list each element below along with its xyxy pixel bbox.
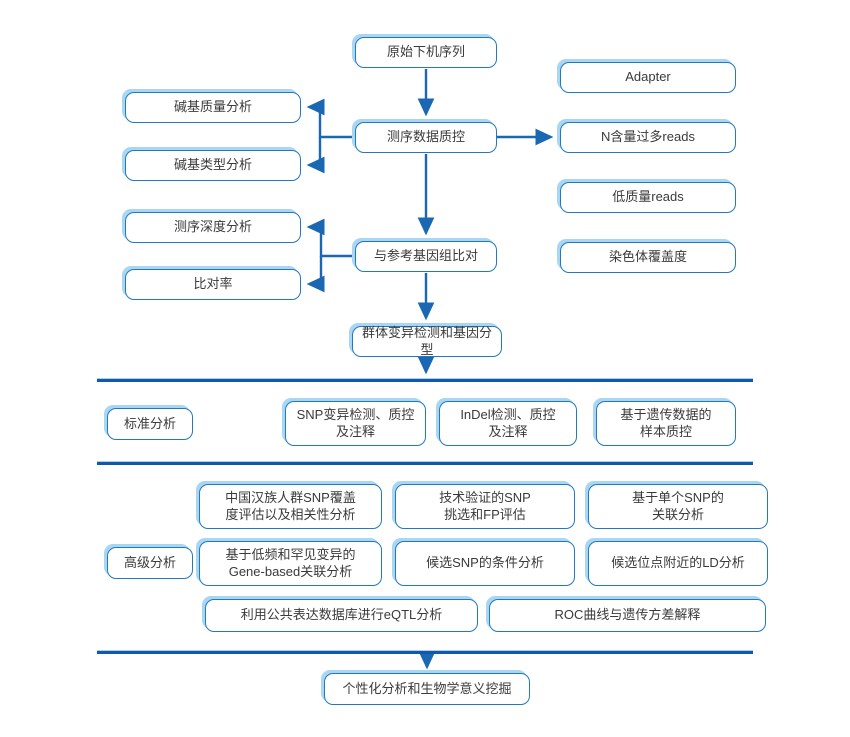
node-chromosome-coverage: 染色体覆盖度 <box>560 242 736 273</box>
divider-standard-bottom <box>97 461 753 465</box>
node-candidate-snp-conditional-analysis: 候选SNP的条件分析 <box>395 541 575 586</box>
node-roc-curve-genetic-variance: ROC曲线与遗传方差解释 <box>489 599 766 632</box>
node-han-chinese-snp-coverage: 中国汉族人群SNP覆盖 度评估以及相关性分析 <box>199 484 382 529</box>
node-single-snp-association: 基于单个SNP的 关联分析 <box>588 484 768 529</box>
node-indel-detection-qc-annotation: InDel检测、质控 及注释 <box>439 401 577 446</box>
node-low-quality-reads: 低质量reads <box>560 182 736 213</box>
node-mapping-rate: 比对率 <box>125 269 301 300</box>
node-adapter: Adapter <box>560 62 736 93</box>
node-variant-calling-genotyping: 群体变异检测和基因分型 <box>352 325 502 357</box>
node-personalized-analysis-biological-mining: 个性化分析和生物学意义挖掘 <box>324 673 530 705</box>
node-validated-snp-fp-evaluation: 技术验证的SNP 挑选和FP评估 <box>395 484 575 529</box>
node-sequencing-depth-analysis: 测序深度分析 <box>125 212 301 243</box>
node-base-quality-analysis: 碱基质量分析 <box>125 92 301 123</box>
node-genetic-data-sample-qc: 基于遗传数据的 样本质控 <box>596 401 736 446</box>
node-gene-based-association: 基于低频和罕见变异的 Gene-based关联分析 <box>199 541 382 586</box>
section-label-standard-analysis: 标准分析 <box>107 408 193 440</box>
node-snp-detection-qc-annotation: SNP变异检测、质控 及注释 <box>285 401 426 446</box>
node-raw-sequence: 原始下机序列 <box>355 37 497 68</box>
section-label-advanced-analysis: 高级分析 <box>107 547 193 579</box>
node-reference-alignment: 与参考基因组比对 <box>355 241 497 272</box>
node-ld-analysis-near-candidate-loci: 候选位点附近的LD分析 <box>588 541 768 586</box>
node-base-type-analysis: 碱基类型分析 <box>125 150 301 181</box>
node-high-n-reads: N含量过多reads <box>560 122 736 153</box>
divider-standard-top <box>97 378 753 382</box>
node-eqtl-analysis-public-expression-db: 利用公共表达数据库进行eQTL分析 <box>205 599 478 632</box>
divider-advanced-bottom <box>97 650 753 654</box>
node-sequencing-qc: 测序数据质控 <box>355 122 497 153</box>
